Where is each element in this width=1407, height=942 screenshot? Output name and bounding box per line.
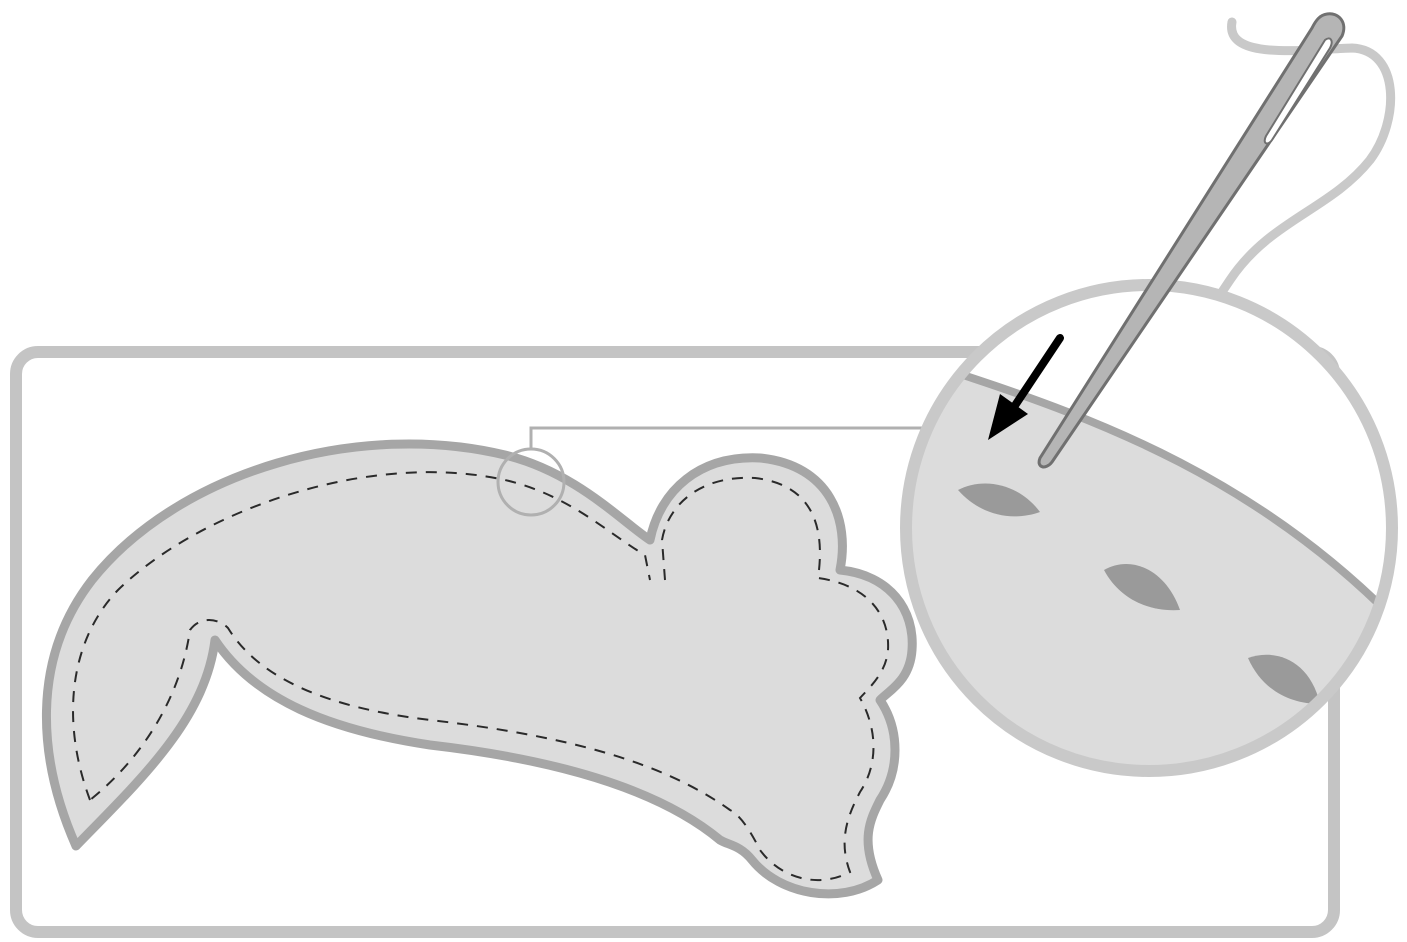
stitch-hole <box>958 483 1040 517</box>
stitch-hole <box>1104 563 1180 611</box>
fabric-piece <box>42 439 917 899</box>
arrow-icon <box>988 334 1064 440</box>
stitch-line <box>72 471 890 882</box>
stitch-hole <box>1248 654 1320 704</box>
callout-connector <box>529 426 930 449</box>
needle-icon <box>1037 12 1346 469</box>
